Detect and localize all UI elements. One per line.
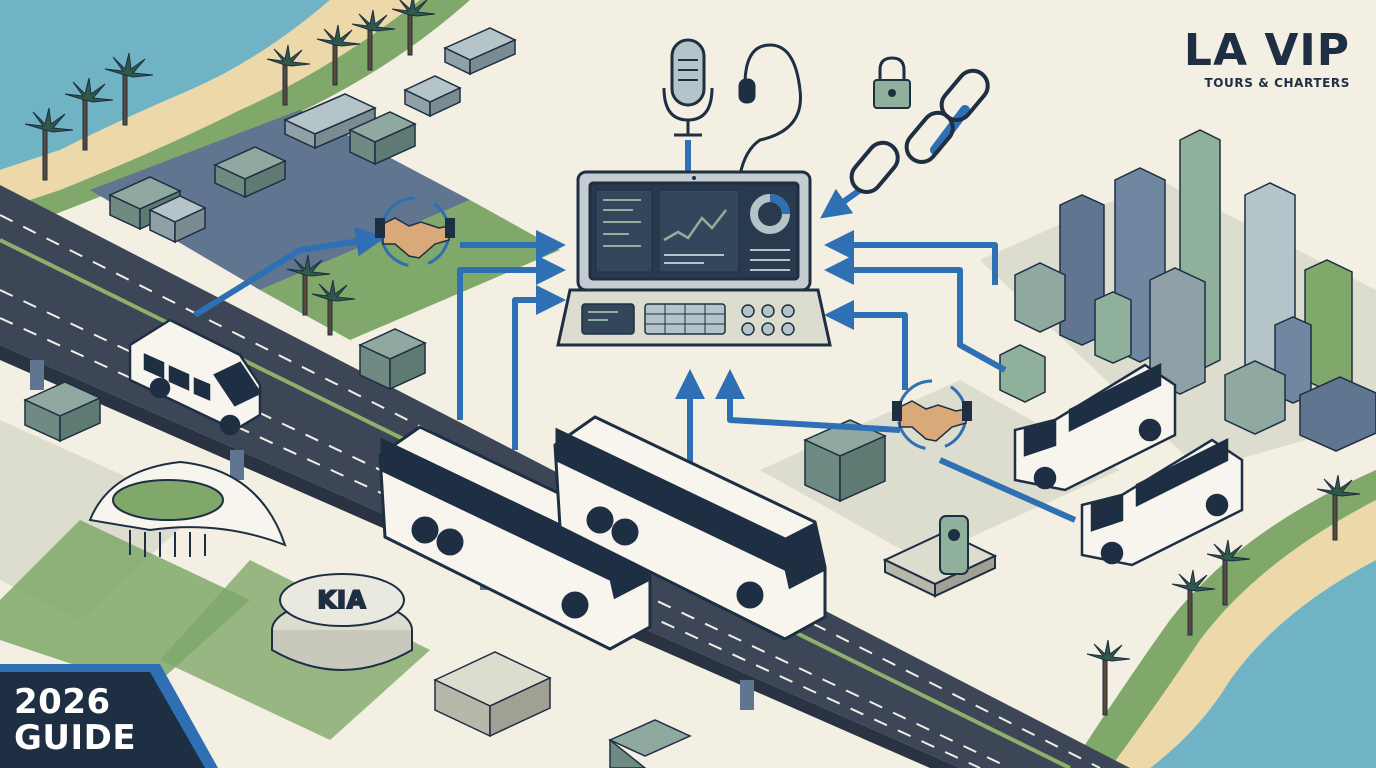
coast-bottom-right <box>1070 470 1376 768</box>
coach-bus <box>553 415 827 641</box>
arena-logo: KIA <box>317 586 366 614</box>
guide-year: 2026 <box>14 682 111 722</box>
arena-building: KIA <box>271 573 413 671</box>
downtown-skyline <box>999 129 1376 452</box>
brand-tagline: TOURS & CHARTERS <box>1204 76 1350 90</box>
line-chart-icon <box>663 209 727 242</box>
sprinter-van <box>1013 362 1177 492</box>
headset-icon <box>738 43 802 176</box>
chain-link-icon <box>849 68 990 194</box>
guide-badge: 2026 GUIDE <box>14 684 136 756</box>
brand-logo: LA VIP TOURS & CHARTERS <box>1183 25 1350 91</box>
stadium-canopy <box>88 460 287 557</box>
handshake-icon <box>375 196 455 268</box>
handshake-icon <box>892 379 972 451</box>
warehouses <box>23 27 887 768</box>
brand-name: LA VIP <box>1183 25 1350 76</box>
guide-badge-shape <box>0 664 218 768</box>
padlock-icon <box>873 56 911 109</box>
microphone-icon <box>662 38 714 137</box>
palm-trees <box>24 0 1361 716</box>
sprinter-van <box>1080 437 1244 567</box>
flow-arrows <box>193 140 1077 523</box>
sprinter-van <box>128 318 262 436</box>
landmark-plaza <box>882 515 998 598</box>
guide-label: GUIDE <box>14 718 137 758</box>
dashboard-laptop-icon <box>556 170 832 347</box>
